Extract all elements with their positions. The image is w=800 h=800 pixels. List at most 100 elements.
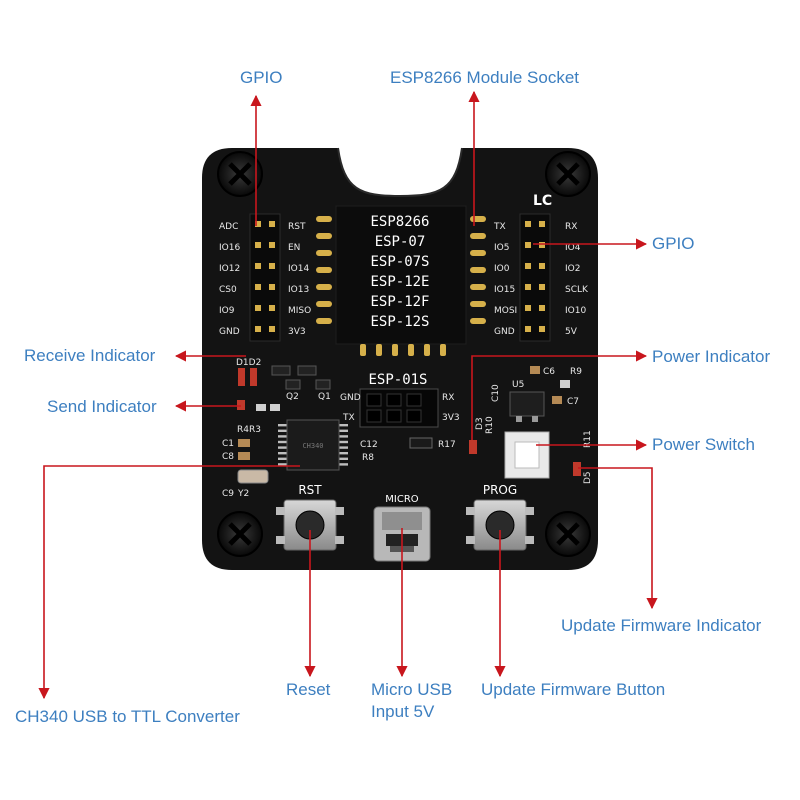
header-pin [255,326,261,332]
socket-pin [470,233,486,239]
component-label: R10 [485,416,495,434]
chip-pin [278,463,288,466]
pin-label: IO12 [219,264,240,274]
header-pin [269,263,275,269]
pin-label: GND [219,327,240,337]
pin-label: RX [565,222,577,232]
micro-usb-callout-line2: Input 5V [371,702,435,721]
pin-label: TX [493,222,506,232]
chip-pin [278,429,288,432]
chip-pin [338,457,348,460]
component-label: C6 [543,367,555,377]
header-pin [525,221,531,227]
socket-pin [316,318,332,324]
component-label: D1D2 [236,358,261,368]
module-name: ESP-12F [370,294,429,310]
left-gpio-header [249,213,281,342]
header-pin [539,221,545,227]
socket-pin [316,301,332,307]
left-inner-pin-labels: RST EN IO14 IO13 MISO 3V3 [288,222,311,337]
chip-pin [278,440,288,444]
header-pin [525,326,531,332]
socket-pin [440,344,446,356]
socket-pin [408,344,414,356]
component-label: R8 [362,453,374,463]
receive-indicator-callout: Receive Indicator [24,346,156,365]
socket-pin [470,267,486,273]
pin-label: IO10 [565,306,586,316]
component-label: Q1 [318,392,331,402]
component-label: C7 [567,397,579,407]
module-socket-callout: ESP8266 Module Socket [390,68,580,87]
pin-label: GND [494,327,515,337]
pin-label: 3V3 [288,327,306,337]
esp8266-module-socket: ESP8266 ESP-07 ESP-07S ESP-12E ESP-12F E… [316,205,486,356]
right-outer-pin-labels: RX IO4 IO2 SCLK IO10 5V [565,222,589,337]
header-pin [525,284,531,290]
rst-label: RST [298,483,322,497]
header-pin [539,242,545,248]
chip-pin [338,452,348,455]
micro-usb-callout-line1: Micro USB [371,680,453,699]
power-indicator-callout: Power Indicator [652,347,771,366]
pin-label: RX [442,393,454,403]
svg-text:CH340: CH340 [302,442,323,450]
chip-pin [338,446,348,449]
socket-pin [470,301,486,307]
component-label: D5 [583,471,593,484]
reset-button[interactable] [276,499,344,551]
pin-label: IO15 [494,285,515,295]
socket-pin [316,233,332,239]
update-firmware-indicator-led [573,462,581,476]
component-label: U5 [512,380,524,390]
socket-pin [316,250,332,256]
pin-label: CS0 [219,285,237,295]
chip-pin [278,446,288,449]
socket-pin [424,344,430,356]
pin-label: GND [340,393,361,403]
header-pin [269,305,275,311]
component-label: Y2 [237,489,249,499]
pin-label: IO4 [565,243,581,253]
header-pin [255,263,261,269]
chip-pin [338,440,348,444]
pin-label: MISO [288,306,311,316]
power-switch-callout: Power Switch [652,435,755,454]
header-pin [525,263,531,269]
header-pin [525,305,531,311]
power-switch[interactable] [504,431,550,479]
component-label: Q2 [286,392,299,402]
gpio-right-callout: GPIO [652,234,695,253]
socket-pin [470,216,486,222]
module-name: ESP-07 [375,234,426,250]
header-pin [255,305,261,311]
send-indicator-callout: Send Indicator [47,397,157,416]
update-firmware-button[interactable] [466,499,534,551]
ch340-callout: CH340 USB to TTL Converter [15,707,240,726]
update-firmware-indicator-callout: Update Firmware Indicator [561,616,762,635]
board-logo: LC [533,193,552,209]
component-label: R9 [570,367,582,377]
module-name: ESP-07S [370,254,429,270]
component-label: C9 [222,489,234,499]
chip-pin [338,424,348,427]
module-name: ESP-12E [370,274,429,290]
socket-pin [360,344,366,356]
right-gpio-header [519,213,551,342]
chip-pin [278,435,288,438]
socket-pin [470,284,486,290]
pin-label: IO0 [494,264,510,274]
module-name: ESP-12S [370,314,429,330]
component-label: R17 [438,440,456,450]
socket-pin [316,216,332,222]
chip-pin [278,424,288,427]
reset-callout: Reset [286,680,331,699]
header-pin [539,284,545,290]
pin-label: 3V3 [442,413,460,423]
ch340-chip: CH340 [278,419,348,471]
esp01s-label: ESP-01S [368,372,427,388]
left-outer-pin-labels: ADC IO16 IO12 CS0 IO9 GND [219,222,240,337]
power-indicator-led [469,440,477,454]
pin-label: MOSI [494,306,517,316]
